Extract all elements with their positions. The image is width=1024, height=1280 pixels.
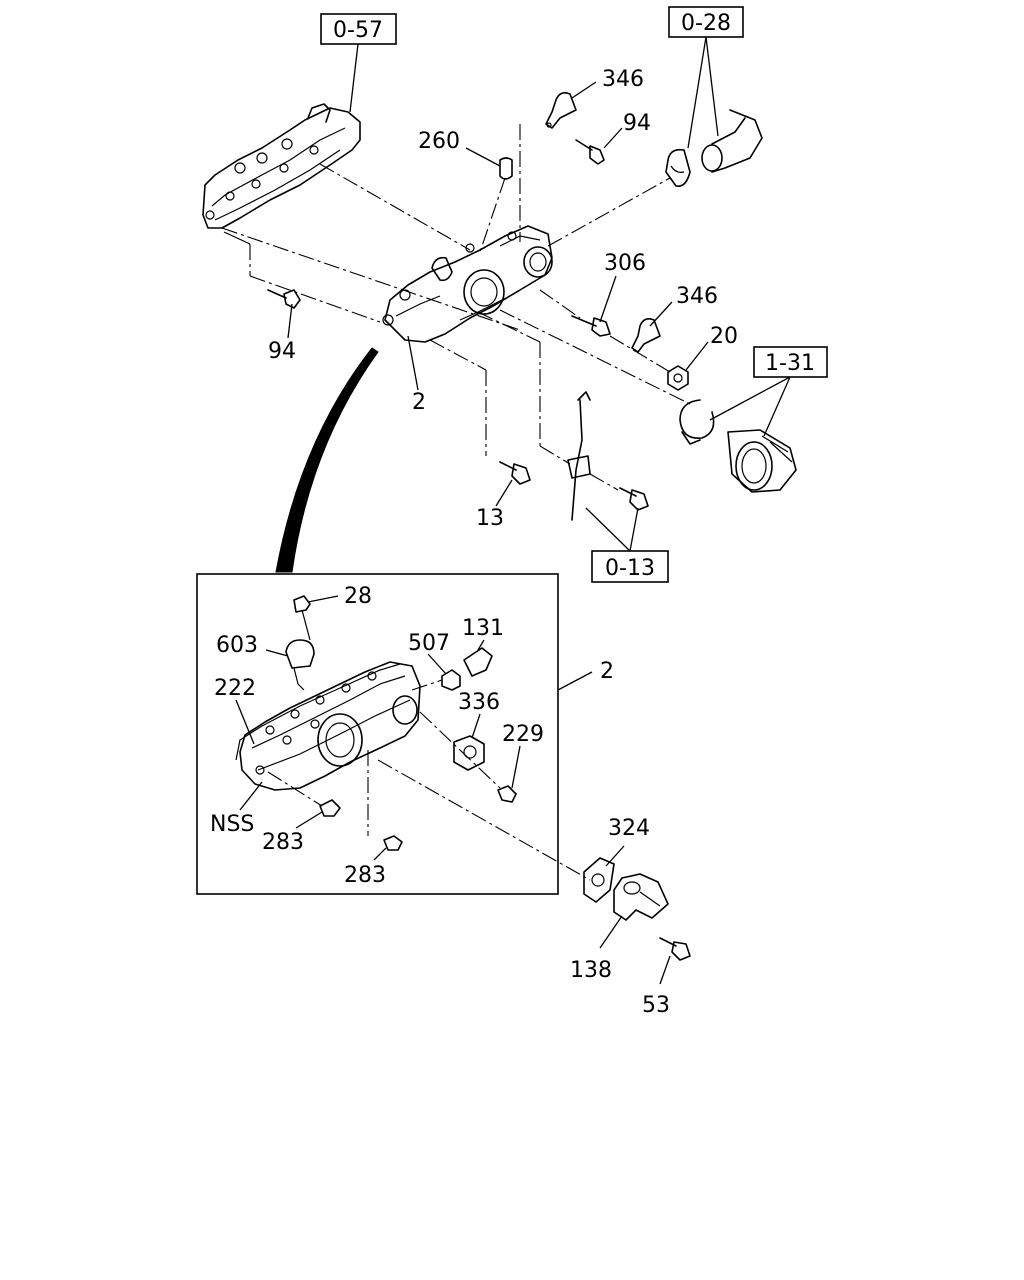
detail-throttle-body	[239, 661, 421, 791]
callout-283-b: 283	[344, 863, 386, 888]
callout-336: 336	[458, 690, 500, 715]
ref-label-0-13: 0-13	[605, 556, 655, 581]
leader-lines-detail	[235, 595, 593, 861]
callout-507: 507	[408, 631, 450, 656]
callout-20: 20	[710, 324, 738, 349]
callout-229: 229	[502, 722, 544, 747]
callout-138: 138	[570, 958, 612, 983]
manifold-cover-part	[202, 103, 361, 245]
detail-sensor-603	[285, 639, 315, 691]
callout-603: 603	[216, 633, 258, 658]
nut-20	[667, 365, 689, 391]
throttle-body-part	[382, 225, 553, 343]
detail-gasket-222	[235, 663, 401, 761]
callout-28: 28	[344, 584, 372, 609]
elbow-138	[613, 873, 669, 921]
callout-NSS: NSS	[210, 812, 254, 837]
bolt-94-left	[267, 289, 301, 309]
callout-94-left: 94	[268, 339, 296, 364]
callout-260: 260	[418, 129, 460, 154]
detail-screw-283b	[383, 835, 403, 851]
callout-324: 324	[608, 816, 650, 841]
leader-lines-upper	[287, 36, 791, 552]
ref-label-1-31: 1-31	[765, 351, 815, 376]
detail-box	[196, 573, 559, 895]
ref-box-0-57[interactable]: 0-57	[320, 13, 397, 45]
ref-label-0-57: 0-57	[333, 18, 383, 43]
air-duct-1-31	[727, 429, 797, 493]
bolt-0-13	[619, 487, 649, 511]
callout-283-a: 283	[262, 830, 304, 855]
ref-box-1-31[interactable]: 1-31	[753, 346, 828, 378]
bolt-53	[659, 937, 691, 961]
clamp-ring	[679, 399, 715, 445]
callout-13: 13	[476, 506, 504, 531]
detail-screw-229	[497, 785, 517, 803]
detail-screw-283a	[319, 799, 341, 817]
leader-lines-lower	[599, 845, 671, 985]
callout-346-upper: 346	[602, 67, 644, 92]
callout-222: 222	[214, 676, 256, 701]
bracket-346-upper	[545, 92, 577, 129]
hose-part	[665, 109, 763, 188]
callout-2-upper: 2	[412, 390, 426, 415]
stud-306	[571, 315, 611, 337]
callout-346-lower: 346	[676, 284, 718, 309]
ref-label-0-28: 0-28	[681, 11, 731, 36]
callout-labels: 346 94 260 94 306 346 20 2 13 2 28 603 5…	[210, 67, 738, 1018]
pin-260	[499, 157, 513, 180]
detail-arrow	[275, 347, 379, 573]
callout-2-detail: 2	[600, 659, 614, 684]
bolt-94-upper	[575, 139, 605, 165]
detail-cap-507	[441, 669, 461, 691]
gasket-324	[583, 857, 615, 903]
bolt-13	[499, 461, 531, 485]
callout-94-upper: 94	[623, 111, 651, 136]
detail-valve-336	[453, 735, 485, 771]
callout-131: 131	[462, 616, 504, 641]
dashed-lines-upper	[221, 124, 691, 491]
ref-box-0-13[interactable]: 0-13	[591, 550, 669, 583]
detail-sensor-131	[463, 647, 493, 677]
cable-bracket	[567, 391, 591, 521]
bracket-346-lower	[631, 318, 661, 353]
callout-306: 306	[604, 251, 646, 276]
dashed-lines-detail	[267, 679, 591, 881]
detail-screw-28	[293, 595, 311, 641]
callout-53: 53	[642, 993, 670, 1018]
ref-box-0-28[interactable]: 0-28	[668, 6, 744, 38]
